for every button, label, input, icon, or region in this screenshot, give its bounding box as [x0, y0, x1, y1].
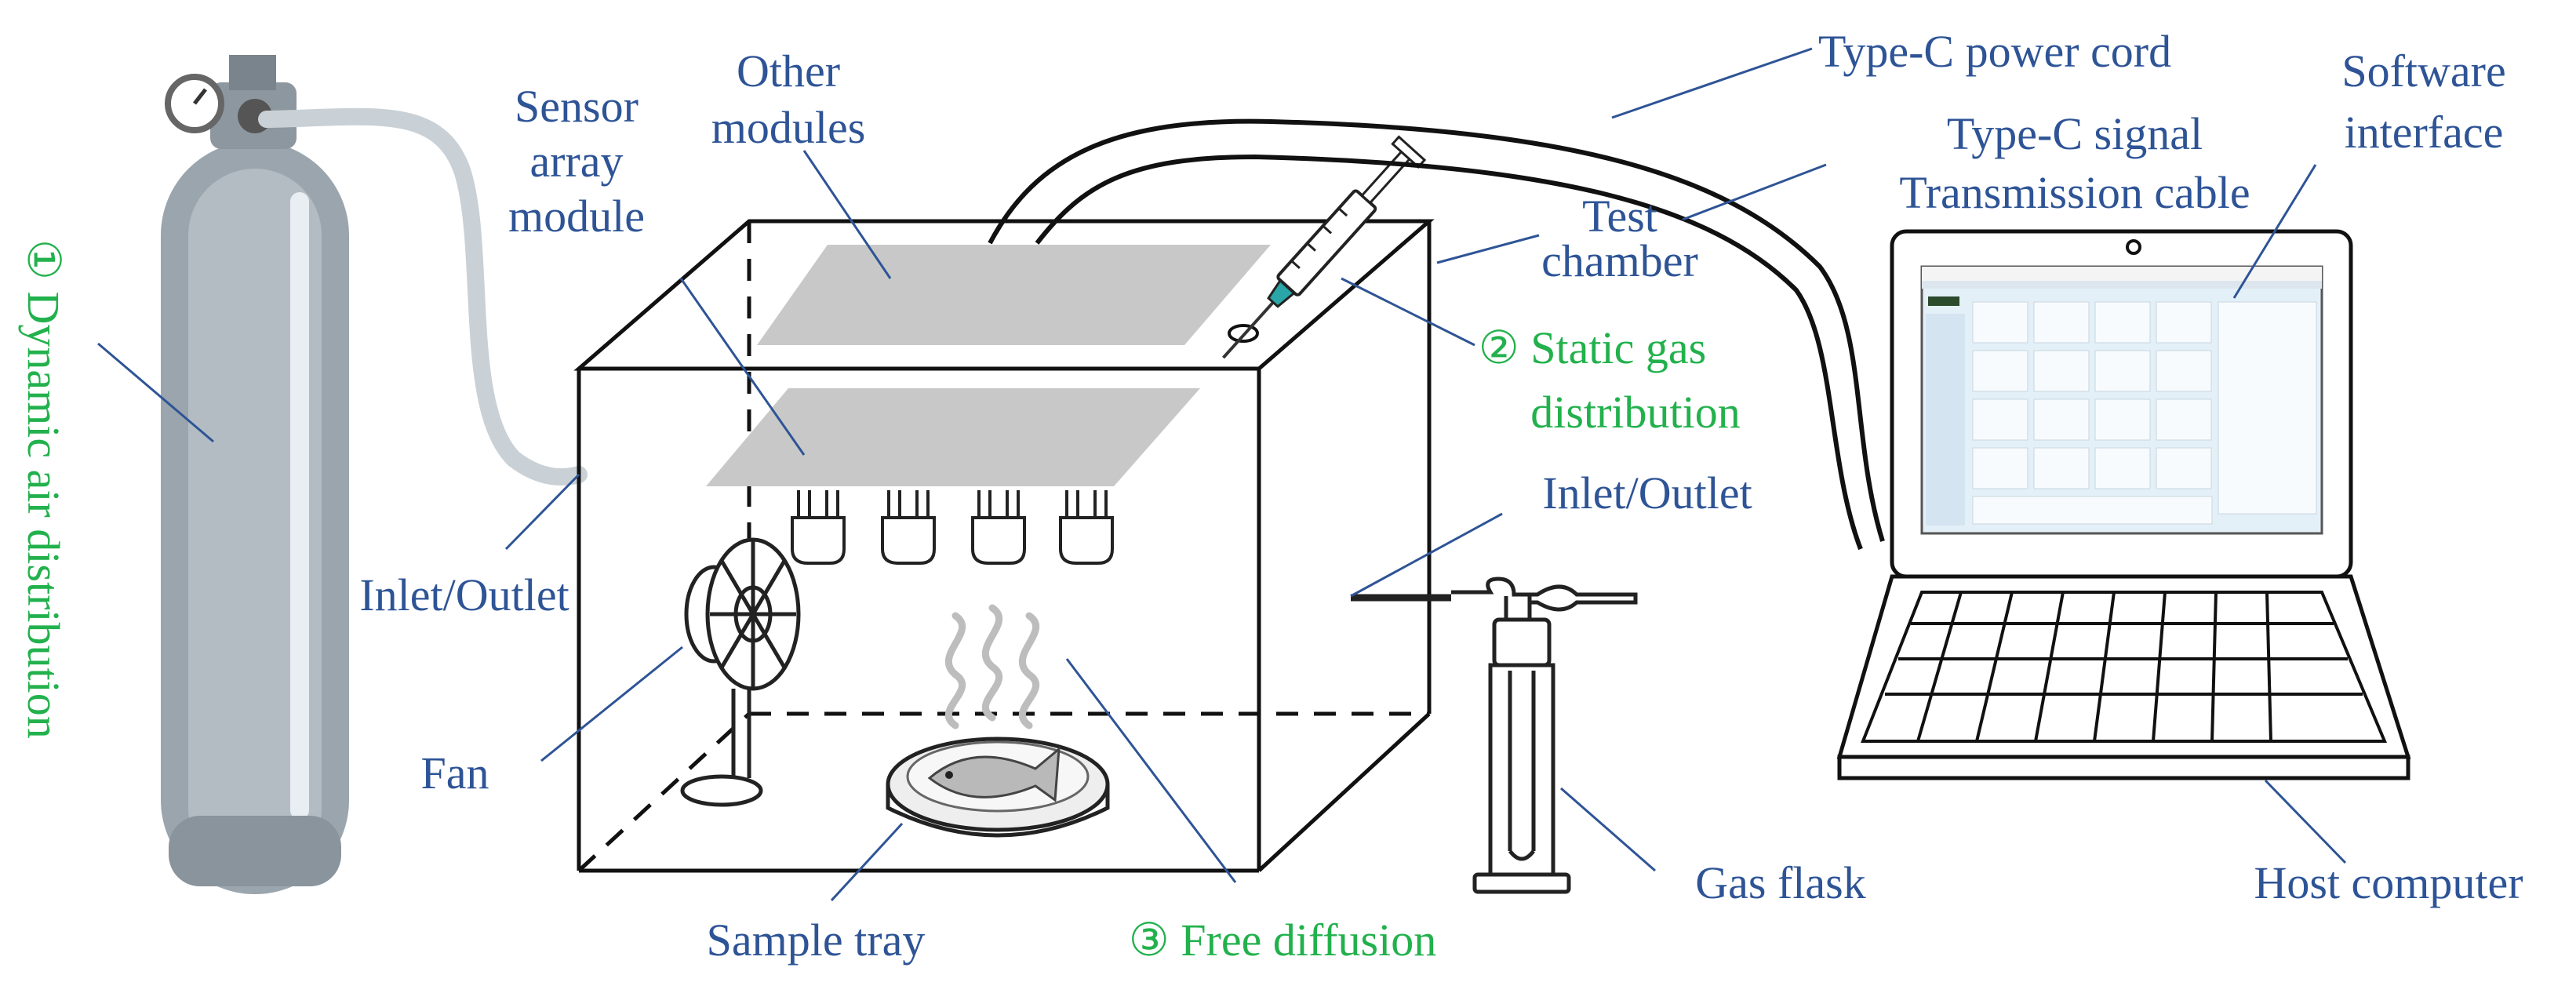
petri-dish-fish-icon [886, 737, 1110, 838]
label-sample-tray: Sample tray [707, 915, 926, 966]
syringe-icon [1221, 135, 1427, 359]
label-other-modules-line2: modules [711, 102, 866, 153]
type-c-cables [988, 118, 1885, 551]
sensor-icon [791, 490, 846, 565]
label-sensor-array-line2: array [529, 136, 623, 187]
gas-cylinder-icon [161, 55, 349, 894]
sensor-icon [881, 490, 936, 565]
free-diffusion-waves [945, 604, 1039, 729]
gas-washing-bottle-icon [1351, 577, 1638, 894]
software-interface-screen [1920, 265, 2323, 535]
label-test-chamber-line2: chamber [1541, 235, 1698, 286]
label-static-gas-line1: ② Static gas [1479, 322, 1706, 373]
label-sensor-array-line1: Sensor [515, 81, 639, 132]
label-fan: Fan [421, 747, 489, 798]
label-other-modules-line1: Other [737, 45, 840, 96]
label-signal-cable-line1: Type-C signal [1947, 108, 2203, 159]
sensor-array-plate [706, 388, 1200, 486]
pressure-gauge-icon [165, 74, 272, 133]
label-power-cord: Type-C power cord [1818, 26, 2171, 77]
label-software-line2: interface [2345, 107, 2504, 158]
label-inlet-outlet-left: Inlet/Outlet [359, 569, 569, 620]
label-host-computer: Host computer [2254, 857, 2523, 908]
leader-lines [97, 47, 2347, 902]
label-gas-flask: Gas flask [1695, 857, 1865, 908]
label-inlet-outlet-right: Inlet/Outlet [1542, 467, 1752, 518]
label-sensor-array-line3: module [508, 191, 645, 242]
fan-icon [680, 537, 801, 807]
label-signal-cable-line2: Transmission cable [1899, 167, 2250, 218]
sensor-icon [1059, 490, 1114, 565]
label-software-line1: Software [2341, 45, 2505, 96]
other-modules-plate [757, 245, 1271, 345]
sensor-icon [971, 490, 1026, 565]
label-test-chamber-line1: Test [1582, 191, 1657, 242]
label-dynamic-air-distribution: ① Dynamic air distribution [18, 239, 69, 739]
label-static-gas-line2: distribution [1530, 387, 1740, 438]
label-free-diffusion: ③ Free diffusion [1129, 915, 1436, 966]
inlet-hose [258, 107, 588, 486]
